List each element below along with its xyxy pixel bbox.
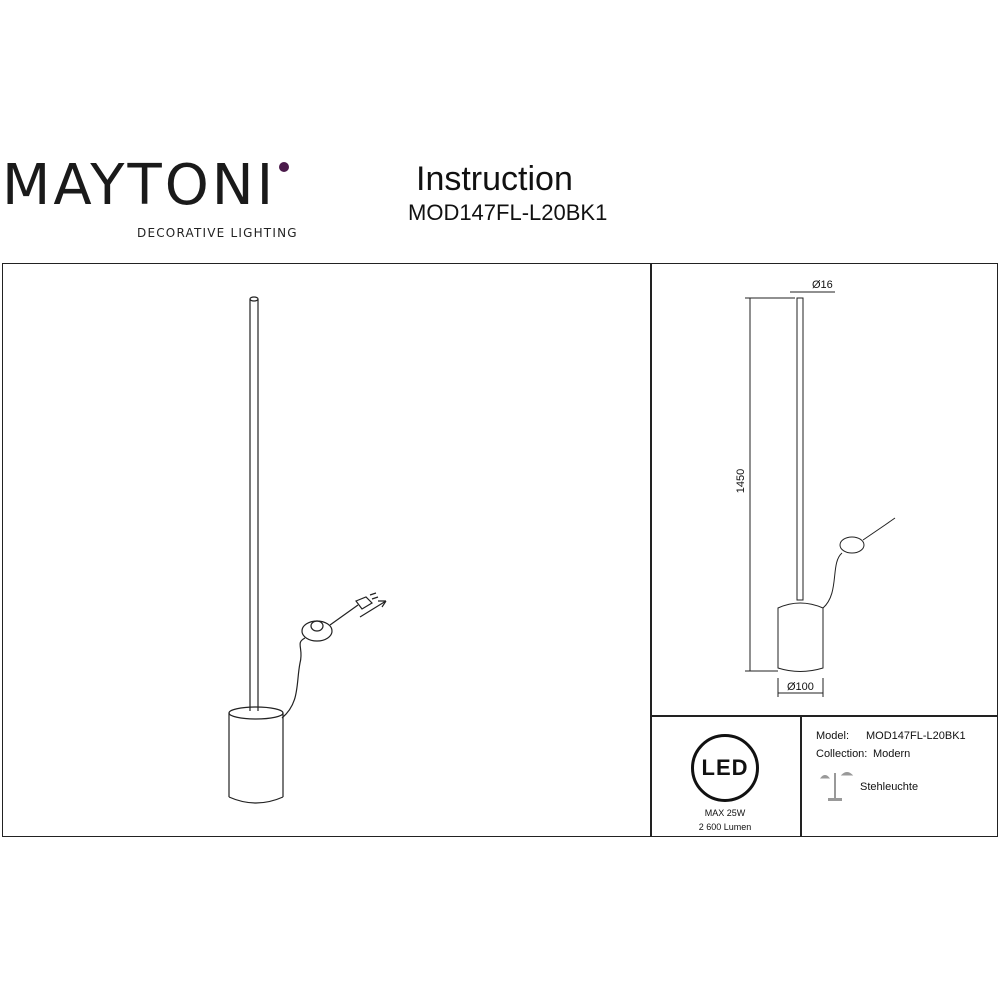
led-icon: LED — [691, 734, 759, 802]
divider — [650, 715, 998, 717]
brand-name: MAYTONI — [2, 153, 277, 218]
divider — [650, 263, 652, 837]
base-diameter-label: Ø100 — [787, 681, 814, 693]
model-value: MOD147FL-L20BK1 — [866, 730, 966, 742]
collection-label: Collection: — [816, 748, 868, 760]
collection-value: Modern — [873, 748, 911, 760]
document-title: Instruction — [416, 160, 573, 198]
pole-diameter-label: Ø16 — [812, 279, 833, 291]
height-dimension-label: 1450 — [735, 468, 748, 494]
model-label: Model: — [816, 730, 850, 742]
lumen: 2 600 Lumen — [698, 822, 752, 832]
lamp-type-label: Stehleuchte — [860, 781, 919, 793]
led-label: LED — [701, 755, 749, 780]
logo-dot — [279, 162, 289, 172]
brand-logo: MAYTONI — [2, 158, 276, 214]
lamp-dimension-drawing — [745, 291, 896, 697]
brand-tagline: DECORATIVE LIGHTING — [137, 226, 298, 240]
floor-lamp-icon — [819, 772, 854, 801]
model-code-heading: MOD147FL-L20BK1 — [408, 200, 608, 225]
max-power: MAX 25W — [704, 808, 746, 818]
drawing-frame — [2, 263, 998, 837]
lamp-perspective-drawing — [228, 296, 387, 804]
divider — [800, 715, 802, 837]
